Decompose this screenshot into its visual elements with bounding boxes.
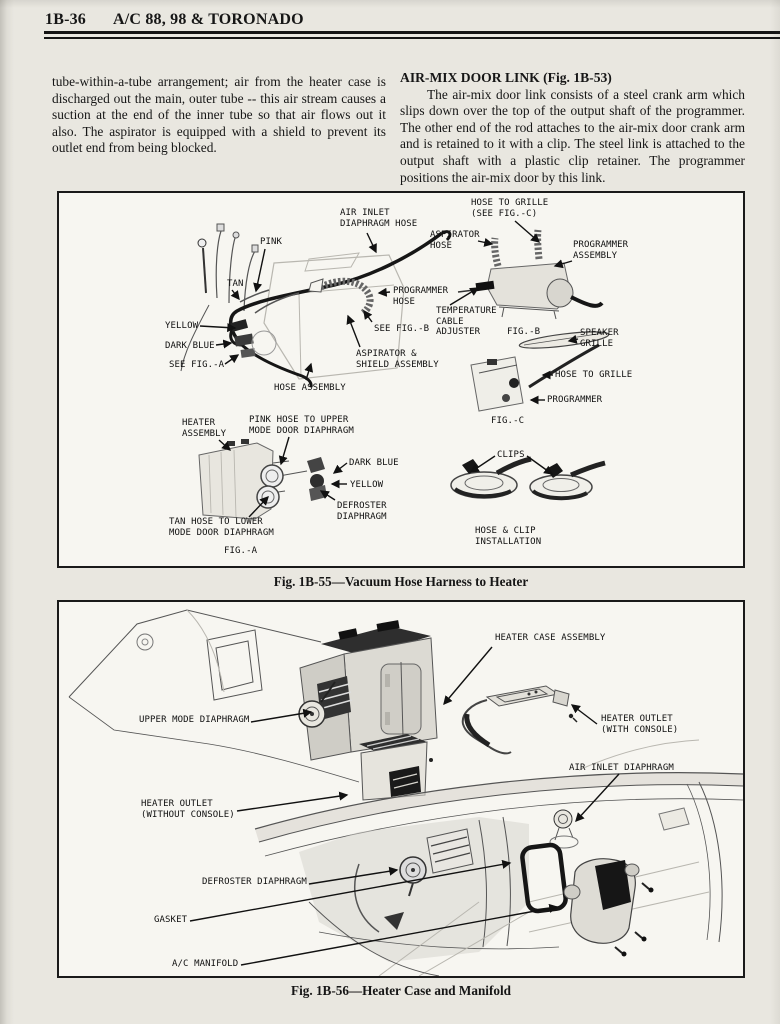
label-ac-manifold: A/C MANIFOLD (172, 959, 239, 969)
label-temperature-cable-adjuster: TEMPERATURE CABLE ADJUSTER (436, 306, 497, 337)
label-programmer: PROGRAMMER (547, 395, 603, 405)
section-heading: AIR-MIX DOOR LINK (Fig. 1B-53) (400, 70, 612, 85)
label-see-fig-b: SEE FIG.-B (374, 324, 430, 334)
label-dark-blue-2: DARK BLUE (349, 458, 399, 468)
heater-outlet-no-console-sketch (359, 734, 433, 801)
label-speaker-grille: SPEAKER GRILLE (580, 328, 619, 349)
cowl-dash-sketch (254, 739, 743, 976)
figure-1b-55: AIR INLET DIAPHRAGM HOSE PINK TAN YELLOW… (57, 191, 745, 568)
right-paragraph: The air-mix door link consists of a stee… (400, 86, 745, 185)
label-programmer-assembly: PROGRAMMER ASSEMBLY (573, 240, 629, 261)
page-header: 1B-36 A/C 88, 98 & TORONADO (45, 11, 304, 29)
label-fig-c: FIG.-C (491, 416, 525, 426)
heater-assembly-sketch (198, 439, 327, 520)
heater-case-sketch (298, 620, 438, 761)
label-air-inlet-diaphragm-hose: AIR INLET DIAPHRAGM HOSE (340, 208, 418, 229)
page-title: A/C 88, 98 & TORONADO (113, 11, 304, 28)
label-clips: CLIPS (497, 450, 525, 460)
label-heater-outlet-without-console: HEATER OUTLET (WITHOUT CONSOLE) (141, 799, 235, 820)
figure-1b-55-caption: Fig. 1B-55—Vacuum Hose Harness to Heater (273, 574, 529, 589)
label-air-inlet-diaphragm: AIR INLET DIAPHRAGM (569, 763, 674, 773)
label-hose-assembly: HOSE ASSEMBLY (274, 383, 346, 393)
left-column: tube-within-a-tube arrangement; air from… (52, 74, 386, 157)
header-rule-thin (44, 37, 780, 39)
figure-1b-56-caption: Fig. 1B-56—Heater Case and Manifold (291, 983, 511, 998)
speaker-grille-sketch (470, 331, 610, 412)
dash-panel-sketch (68, 609, 360, 783)
label-hose-and-clip-installation: HOSE & CLIP INSTALLATION (475, 526, 542, 547)
label-fig-b: FIG.-B (507, 327, 541, 337)
label-hose-to-grille: HOSE TO GRILLE (555, 370, 633, 380)
figure-1b-56: HEATER CASE ASSEMBLY UPPER MODE DIAPHRAG… (57, 600, 745, 978)
label-fig-a: FIG.-A (224, 546, 258, 556)
figure-1b-56-drawing (68, 609, 743, 976)
label-heater-assembly: HEATER ASSEMBLY (182, 418, 227, 439)
label-pink: PINK (260, 237, 283, 247)
label-hose-to-grille-see-fig-c: HOSE TO GRILLE (SEE FIG.-C) (471, 198, 549, 219)
label-tan-hose-lower: TAN HOSE TO LOWER MODE DOOR DIAPHRAGM (169, 517, 274, 538)
label-yellow: YELLOW (165, 321, 199, 331)
figure-1b-56-arrows (189, 646, 620, 966)
left-paragraph: tube-within-a-tube arrangement; air from… (52, 74, 386, 156)
heater-outlet-console-sketch (461, 685, 578, 755)
right-column: AIR-MIX DOOR LINK (Fig. 1B-53) The air-m… (400, 70, 745, 186)
label-yellow-2: YELLOW (350, 480, 384, 490)
header-rule-thick (44, 31, 780, 34)
label-gasket: GASKET (154, 915, 188, 925)
label-upper-mode-diaphragm: UPPER MODE DIAPHRAGM (139, 715, 250, 725)
label-defroster-diaphragm-2: DEFROSTER DIAPHRAGM (202, 877, 307, 887)
hose-clip-installation-sketch (450, 456, 606, 501)
label-see-fig-a: SEE FIG.-A (169, 360, 225, 370)
label-tan: TAN (227, 279, 244, 289)
label-dark-blue: DARK BLUE (165, 341, 215, 351)
label-heater-case-assembly: HEATER CASE ASSEMBLY (495, 633, 606, 643)
figure-1b-55-drawing (180, 220, 610, 520)
gasket-manifold-sketch (520, 842, 654, 957)
label-aspirator-hose: ASPIRATOR HOSE (430, 230, 480, 251)
vacuum-harness-sketch (180, 223, 452, 388)
label-aspirator-shield-assembly: ASPIRATOR & SHIELD ASSEMBLY (356, 349, 439, 370)
programmer-assembly-sketch (457, 229, 604, 320)
figure-1b-55-arrows (199, 220, 579, 518)
label-heater-outlet-with-console: HEATER OUTLET (WITH CONSOLE) (601, 714, 679, 735)
label-defroster-diaphragm: DEFROSTER DIAPHRAGM (337, 501, 387, 522)
page-number: 1B-36 (45, 11, 86, 28)
label-programmer-hose: PROGRAMMER HOSE (393, 286, 449, 307)
label-pink-hose-upper: PINK HOSE TO UPPER MODE DOOR DIAPHRAGM (249, 415, 354, 436)
